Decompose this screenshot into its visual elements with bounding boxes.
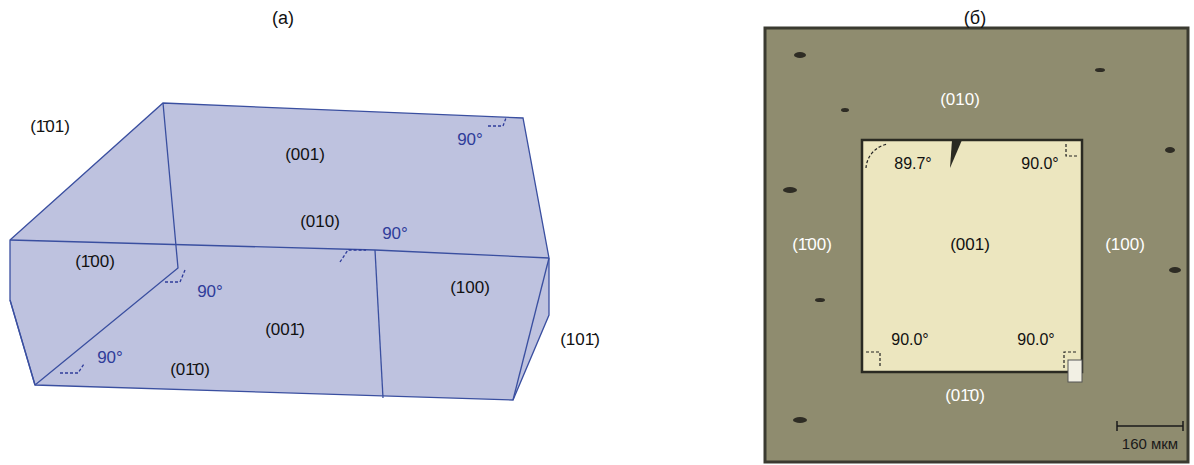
face-index: (100) bbox=[1105, 235, 1145, 255]
face-index: (010) bbox=[940, 90, 980, 110]
face-index: (010) bbox=[300, 212, 340, 232]
face-index: (001) bbox=[950, 235, 990, 255]
face-index: (01̄0) bbox=[170, 360, 210, 380]
angle-value: 90° bbox=[457, 130, 483, 150]
face-index: (01̄0) bbox=[945, 386, 985, 406]
scale-bar bbox=[1117, 421, 1183, 431]
panel-letter: (б) bbox=[964, 8, 986, 29]
angle-value: 90° bbox=[197, 282, 223, 302]
crystal-drawing bbox=[10, 103, 549, 400]
micrograph bbox=[765, 28, 1188, 462]
angle-value: 90.0° bbox=[891, 331, 929, 349]
face-index: (1̄00) bbox=[792, 235, 832, 255]
face-index: (100) bbox=[450, 278, 490, 298]
face-index: (001) bbox=[285, 145, 325, 165]
face-index: (1̄01) bbox=[30, 117, 70, 137]
angle-value: 89.7° bbox=[894, 155, 932, 173]
angle-value: 90.0° bbox=[1017, 331, 1055, 349]
right-angle-marks bbox=[60, 118, 506, 373]
corner-marks bbox=[866, 144, 1078, 368]
face-index: (101̄) bbox=[560, 330, 600, 350]
angle-value: 90.0° bbox=[1021, 155, 1059, 173]
scale-label: 160 мкм bbox=[1122, 435, 1178, 452]
face-index: (001̄) bbox=[265, 320, 305, 340]
panel-letter: (а) bbox=[272, 8, 294, 29]
angle-value: 90° bbox=[97, 348, 123, 368]
angle-value: 90° bbox=[382, 224, 408, 244]
face-index: (1̄00) bbox=[75, 252, 115, 272]
